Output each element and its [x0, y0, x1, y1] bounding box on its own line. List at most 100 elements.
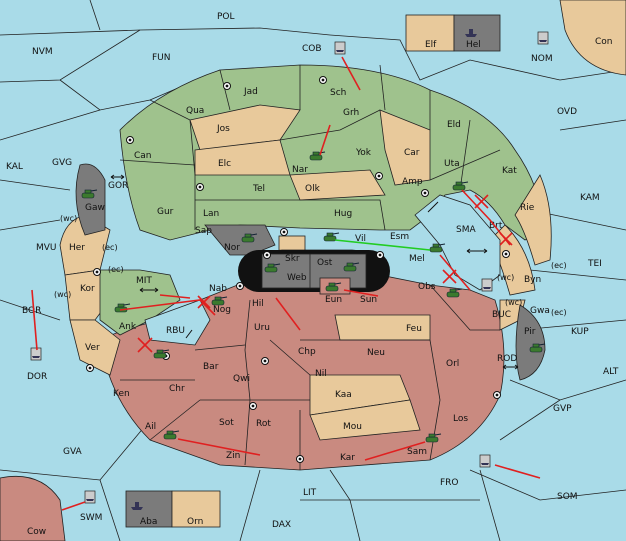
region-Pir[interactable] — [515, 304, 546, 381]
label-Qua: Qua — [186, 106, 204, 116]
label-Chr: Chr — [169, 384, 185, 394]
label-SWM: SWM — [80, 513, 102, 523]
supply-center-icon — [126, 136, 134, 144]
label-OVD: OVD — [557, 107, 577, 117]
label-Eun: Eun — [325, 295, 342, 305]
cross-icon — [474, 194, 489, 209]
coast-label: (wc) — [497, 273, 514, 282]
label-Sun: Sun — [360, 295, 377, 305]
label-Nar: Nar — [292, 165, 308, 175]
region-Jos[interactable] — [189, 104, 301, 151]
label-DAX: DAX — [272, 520, 291, 530]
label-Ail: Ail — [145, 422, 156, 432]
tank-icon — [343, 262, 360, 272]
region-Cow[interactable] — [0, 475, 66, 541]
tank-icon — [309, 151, 326, 161]
label-Ost: Ost — [317, 258, 333, 268]
region-labels: POL NVM FUN COB Elf Hel NOM Con OVD KAL … — [6, 12, 619, 537]
tank-icon — [429, 243, 446, 253]
region-Gaw[interactable] — [75, 163, 106, 236]
label-COB: COB — [302, 44, 322, 54]
tank-icon — [325, 282, 342, 292]
label-Rie: Rie — [520, 203, 535, 213]
label-Kor: Kor — [80, 284, 95, 294]
coast-label: (wc) — [60, 214, 77, 223]
label-Cow: Cow — [27, 527, 46, 537]
label-KAM: KAM — [580, 193, 600, 203]
tank-icon — [446, 288, 463, 298]
label-Esm: Esm — [390, 232, 409, 242]
supply-center-icon — [249, 402, 257, 410]
region-Rie[interactable] — [514, 174, 552, 266]
region-Elf[interactable] — [405, 14, 455, 52]
label-Mou: Mou — [343, 422, 362, 432]
label-Grh: Grh — [343, 108, 359, 118]
label-Ver: Ver — [85, 343, 100, 353]
tank-icon — [529, 343, 546, 353]
label-Elf: Elf — [425, 40, 437, 50]
label-DOR: DOR — [27, 372, 47, 382]
region-Mou[interactable] — [309, 399, 421, 441]
label-Chp: Chp — [298, 347, 316, 357]
failed-orders — [137, 194, 513, 353]
supply-center-icon — [493, 391, 501, 399]
label-KUP: KUP — [571, 327, 589, 337]
coast-label: (wc) — [54, 290, 71, 299]
label-Sam: Sam — [407, 447, 427, 457]
label-Uru: Uru — [254, 323, 270, 333]
supply-center-icon — [86, 364, 94, 372]
supply-center-icon — [196, 183, 204, 191]
ship-icon — [537, 31, 549, 45]
region-Orn[interactable] — [171, 490, 221, 528]
label-FRO: FRO — [440, 478, 459, 488]
label-Car: Car — [404, 148, 420, 158]
label-Aba: Aba — [140, 517, 157, 527]
label-Kar: Kar — [340, 453, 355, 463]
label-Can: Can — [134, 151, 152, 161]
region-Car[interactable] — [379, 109, 431, 186]
region-Ver[interactable] — [69, 319, 121, 376]
label-GOR: GOR — [108, 181, 128, 191]
label-Con: Con — [595, 37, 613, 47]
tank-icon — [323, 232, 340, 242]
label-Neu: Neu — [367, 348, 385, 358]
tank-icon — [211, 296, 228, 306]
label-Brt: Brt — [489, 221, 503, 231]
label-Zin: Zin — [226, 451, 240, 461]
tank-icon — [264, 263, 281, 273]
ship-icon — [479, 454, 491, 468]
tank-icon — [153, 349, 170, 359]
label-Orn: Orn — [187, 517, 203, 527]
tank-icon — [425, 433, 442, 443]
label-ALT: ALT — [603, 367, 619, 377]
tank-icon — [81, 189, 98, 199]
label-Hel: Hel — [466, 40, 481, 50]
fleets — [30, 29, 549, 510]
supply-center-icon — [319, 76, 327, 84]
region-Olk[interactable] — [289, 169, 386, 201]
supply-center-icon — [223, 82, 231, 90]
label-Jad: Jad — [243, 87, 258, 97]
label-MIT: MIT — [136, 276, 152, 286]
label-Gaw: Gaw — [85, 203, 105, 213]
label-Sch: Sch — [330, 88, 346, 98]
supply-center-icon — [296, 455, 304, 463]
supply-center-icon — [93, 268, 101, 276]
label-Nab: Nab — [209, 284, 227, 294]
label-Nog: Nog — [213, 305, 231, 315]
label-Nor: Nor — [224, 243, 240, 253]
region-Ank[interactable] — [99, 269, 181, 336]
label-POL: POL — [217, 12, 235, 22]
ship-icon — [84, 490, 96, 504]
label-Gur: Gur — [157, 207, 174, 217]
label-NOM: NOM — [531, 54, 553, 64]
ship-icon — [30, 347, 42, 361]
supply-center-icon — [261, 357, 269, 365]
label-Sap: Sap — [195, 226, 212, 236]
ship-icon — [481, 278, 493, 292]
supply-center-icon — [376, 251, 384, 259]
label-SMA: SMA — [456, 225, 476, 235]
label-RBU: RBU — [166, 326, 185, 336]
region-Hel[interactable] — [453, 14, 501, 52]
